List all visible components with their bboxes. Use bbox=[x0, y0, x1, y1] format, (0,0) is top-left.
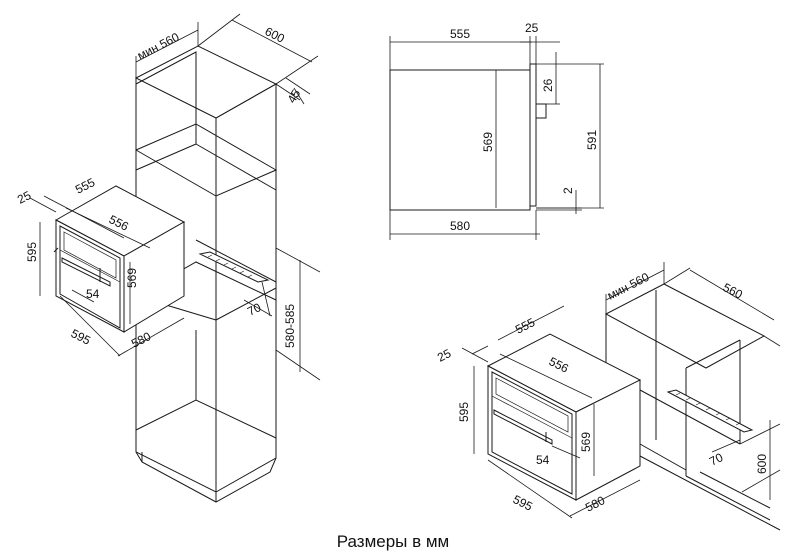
oven-left-height: 595 bbox=[25, 242, 39, 262]
caption: Размеры в мм bbox=[336, 532, 450, 551]
side-body-height: 569 bbox=[481, 132, 495, 152]
oven-left-width: 595 bbox=[69, 326, 93, 348]
oven-left-depth-top: 555 bbox=[73, 175, 97, 197]
column-vent-label: 70 bbox=[245, 300, 264, 319]
side-body-depth: 555 bbox=[450, 27, 470, 41]
oven-left-body-height: 569 bbox=[125, 268, 139, 288]
column-cabinet bbox=[134, 13, 321, 503]
column-depth-label: 600 bbox=[263, 24, 287, 46]
column-niche-label: 580-585 bbox=[283, 304, 297, 348]
under-cab-niche: 600 bbox=[755, 454, 769, 474]
oven-right-handle: 54 bbox=[536, 453, 550, 467]
oven-right-height: 595 bbox=[457, 402, 471, 422]
oven-left-handle: 54 bbox=[86, 287, 100, 301]
oven-right bbox=[461, 305, 642, 519]
oven-right-depth-top: 555 bbox=[513, 315, 537, 337]
side-bottom-gap: 2 bbox=[561, 187, 575, 194]
oven-right-body-height: 569 bbox=[579, 432, 593, 452]
oven-right-width: 595 bbox=[511, 492, 535, 514]
side-front-offset: 25 bbox=[525, 21, 539, 35]
oven-left-depth: 580 bbox=[129, 329, 153, 351]
under-cab-depth: 560 bbox=[721, 280, 745, 302]
column-gap-label: 45 bbox=[284, 87, 303, 106]
side-total-depth: 580 bbox=[450, 219, 470, 233]
side-total-height: 591 bbox=[585, 130, 599, 150]
oven-right-offset: 25 bbox=[435, 346, 454, 365]
under-cab-vent: 70 bbox=[707, 450, 726, 469]
oven-left bbox=[29, 185, 186, 357]
oven-right-depth: 580 bbox=[583, 493, 607, 515]
oven-left-offset: 25 bbox=[15, 188, 34, 207]
side-view bbox=[389, 36, 604, 240]
side-panel-top: 26 bbox=[541, 78, 555, 92]
